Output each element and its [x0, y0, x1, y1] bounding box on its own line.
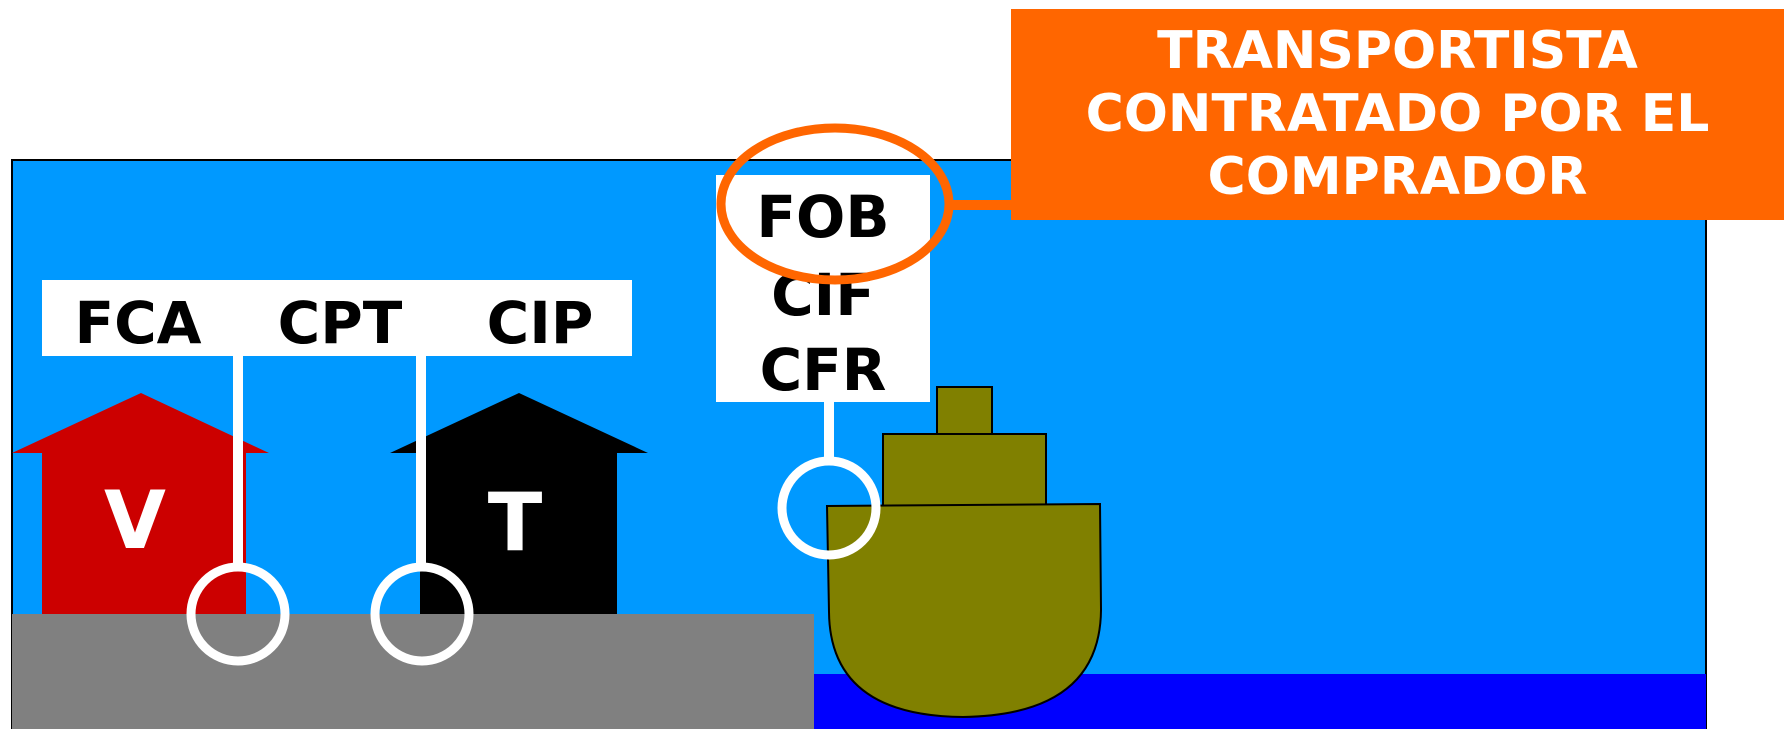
ground [12, 614, 814, 729]
sea-term-cfr: CFR [760, 336, 887, 404]
terminal-building-label: T [488, 476, 543, 569]
callout-box: TRANSPORTISTA CONTRATADO POR EL COMPRADO… [1011, 9, 1784, 220]
land-term-cpt: CPT [278, 289, 403, 357]
land-term-fca: FCA [74, 289, 201, 357]
land-term-cip: CIP [487, 289, 594, 357]
seller-building-label: V [104, 474, 166, 567]
sea-term-fob: FOB [756, 183, 889, 251]
ship-chimney [937, 387, 992, 435]
ship-cabin [883, 434, 1046, 506]
